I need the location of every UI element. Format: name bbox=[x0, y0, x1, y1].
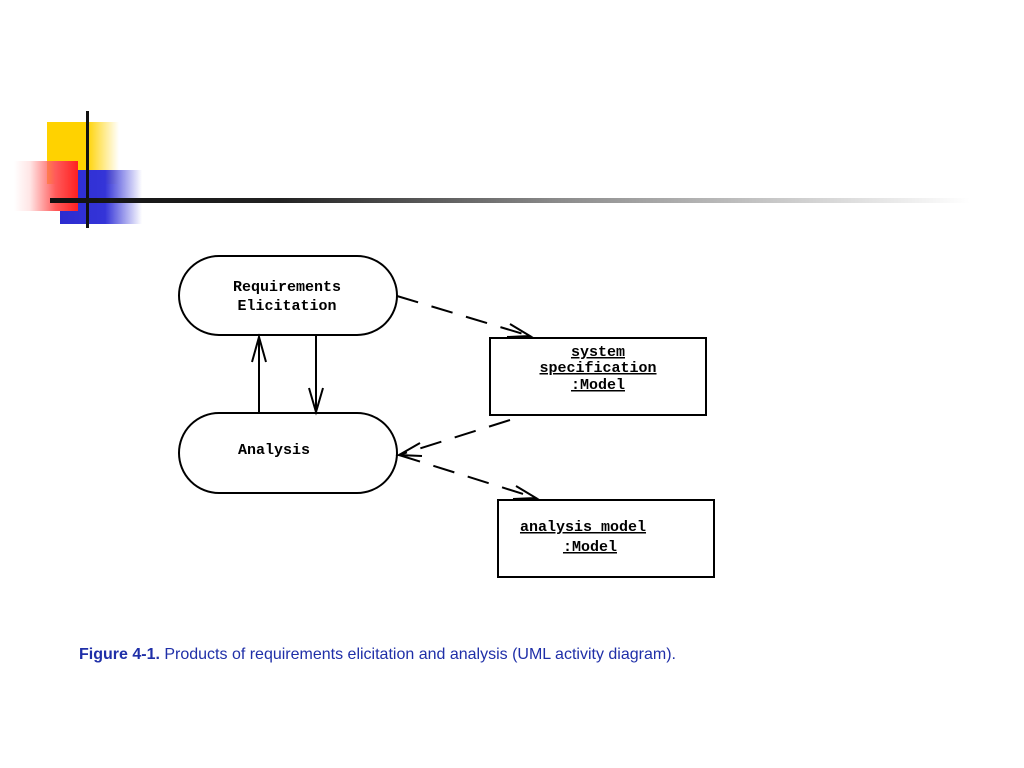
object-analysis-model-line1: analysis model bbox=[520, 519, 646, 536]
object-system-specification-line3: :Model bbox=[571, 377, 625, 394]
object-analysis-model: analysis model :Model bbox=[497, 499, 715, 578]
object-flow-analysis-to-analysis-model bbox=[398, 454, 540, 500]
deco-vertical-rule bbox=[86, 111, 89, 228]
activity-requirements-elicitation-line1: Requirements bbox=[233, 279, 341, 296]
activity-analysis: Analysis bbox=[178, 412, 398, 494]
activity-requirements-elicitation-line2: Elicitation bbox=[237, 298, 336, 315]
activity-analysis-label: Analysis bbox=[238, 442, 310, 459]
deco-horizontal-rule bbox=[50, 198, 970, 203]
object-analysis-model-line2: :Model bbox=[563, 539, 617, 556]
activity-requirements-elicitation: Requirements Elicitation bbox=[178, 255, 398, 336]
object-flow-elicitation-to-system-specification bbox=[396, 295, 534, 338]
object-system-specification-line2: specification bbox=[539, 360, 656, 377]
object-system-specification: system specification :Model bbox=[489, 337, 707, 416]
object-flow-system-specification-to-analysis bbox=[395, 419, 511, 457]
object-system-specification-line1: system bbox=[571, 344, 625, 361]
control-flow-analysis-to-elicitation bbox=[251, 333, 267, 413]
control-flow-elicitation-to-analysis bbox=[308, 335, 324, 416]
figure-caption-label: Figure 4-1. bbox=[79, 646, 160, 663]
figure-caption-text: Products of requirements elicitation and… bbox=[159, 646, 676, 663]
figure-caption: Figure 4-1. Products of requirements eli… bbox=[79, 646, 979, 664]
